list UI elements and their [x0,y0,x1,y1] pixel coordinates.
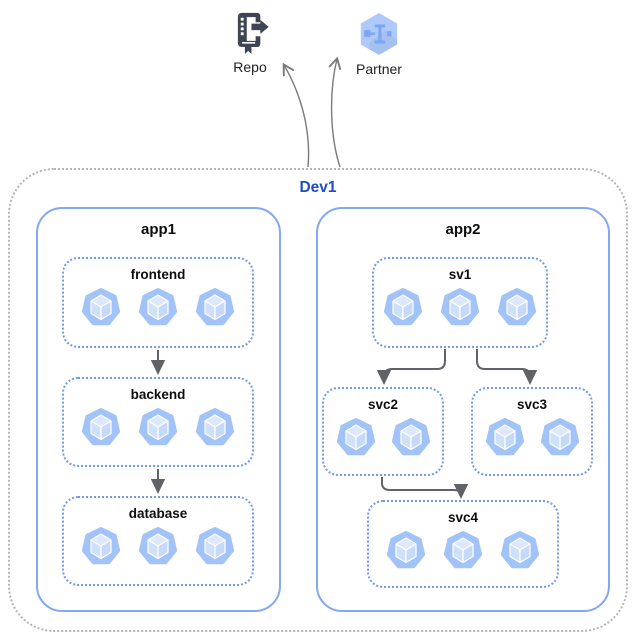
cluster-label: Dev1 [299,179,337,196]
pod-icon [138,408,178,446]
pod-icon [497,288,537,326]
pod-icon [440,288,480,326]
pod-group [80,288,236,328]
service-svc3: svc3 [471,387,593,476]
pod-group [80,527,236,567]
pod-group [80,408,236,448]
pod-icon [195,288,235,326]
service-svc2: svc2 [322,387,444,476]
pod-group [484,418,581,458]
pod-group [335,418,432,458]
service-svc4: svc4 [367,500,559,588]
pod-icon [391,418,430,456]
pod-icon [138,288,178,326]
edge-dev1-partner [328,56,342,168]
pod-icon [336,418,375,456]
service-database: database [62,496,254,586]
app2-label: app2 [445,221,481,238]
pod-icon [500,531,540,569]
service-backend-label: backend [130,387,186,402]
service-frontend-label: frontend [130,267,186,282]
service-svc4-label: svc4 [447,510,479,525]
partner-label: Partner [356,61,402,77]
edge-dev1-repo [282,62,310,168]
service-frontend: frontend [62,257,254,348]
source-repository-icon [237,12,269,54]
repo-node: Repo [218,10,282,75]
pod-icon [386,531,426,569]
service-sv1: sv1 [372,257,548,348]
service-database-label: database [128,506,188,521]
pod-icon [81,408,121,446]
service-svc3-label: svc3 [516,397,548,412]
partner-node: Partner [343,11,415,77]
pod-icon [81,288,121,326]
pod-icon [485,418,524,456]
pod-icon [540,418,579,456]
service-svc2-label: svc2 [367,397,399,412]
pod-icon [81,527,121,565]
partner-interconnect-icon [360,12,398,56]
service-sv1-label: sv1 [448,267,472,282]
pod-group [382,288,538,328]
pod-group [385,531,541,571]
pod-icon [138,527,178,565]
pod-icon [195,408,235,446]
pod-icon [443,531,483,569]
service-backend: backend [62,377,254,467]
repo-label: Repo [233,59,267,75]
pod-icon [383,288,423,326]
app1-label: app1 [140,221,176,238]
pod-icon [195,527,235,565]
